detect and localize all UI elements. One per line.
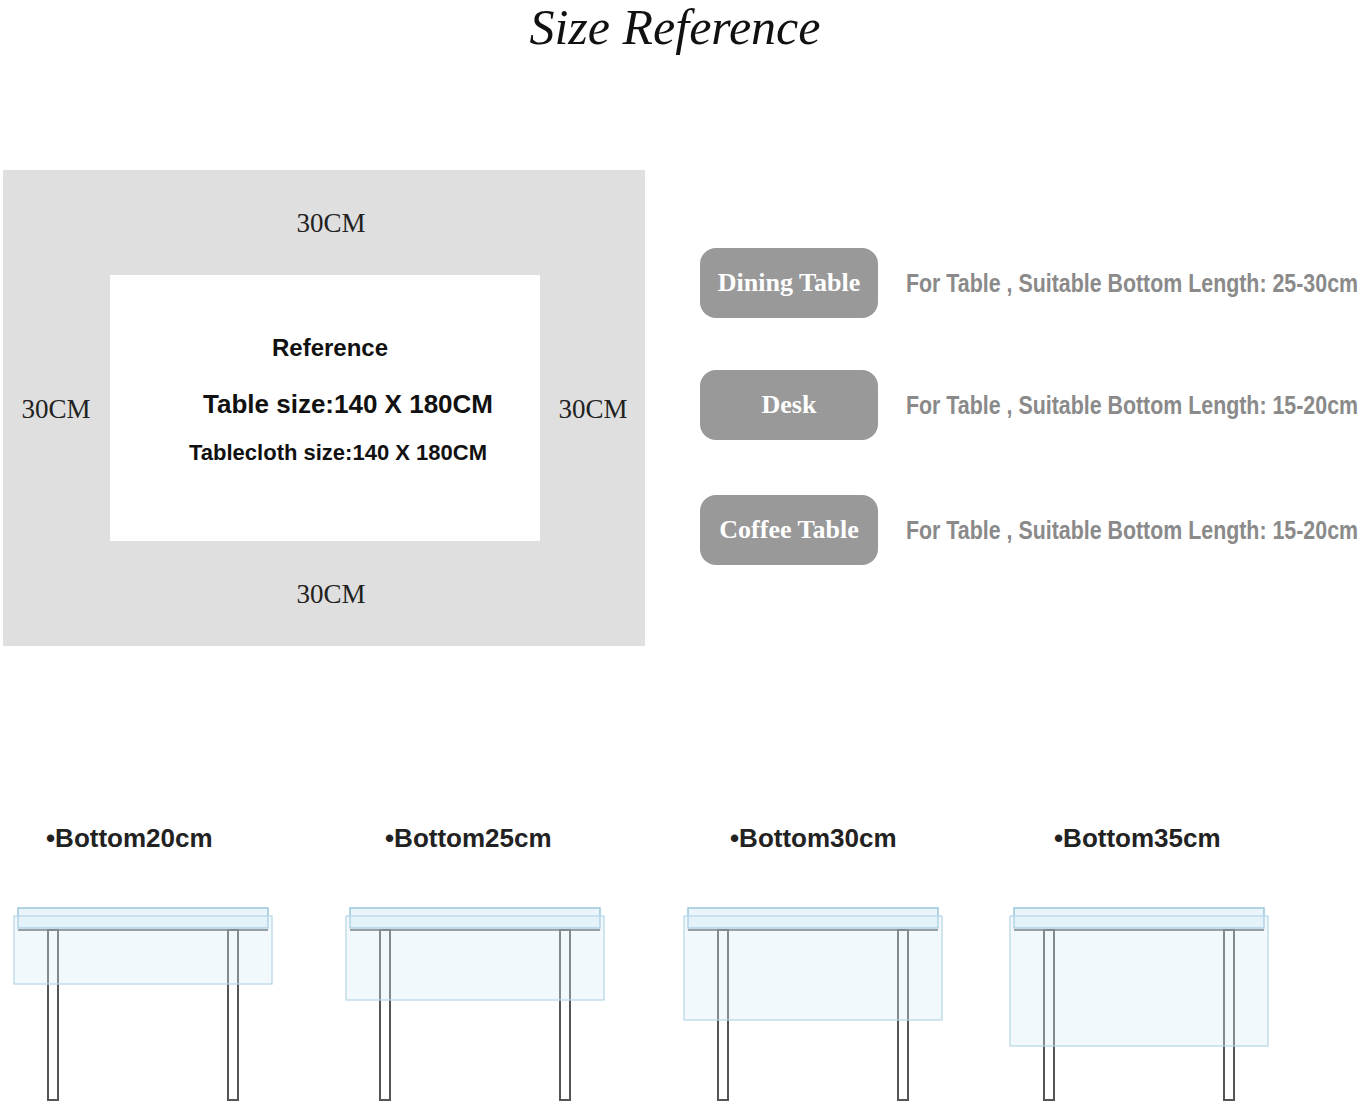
category-label: Dining Table xyxy=(718,268,860,298)
drop-length-label: •Bottom25cm xyxy=(385,823,552,854)
table-illustration xyxy=(346,908,604,1100)
size-description: For Table , Suitable Bottom Length: 15-2… xyxy=(906,515,1358,546)
size-description: For Table , Suitable Bottom Length: 25-3… xyxy=(906,268,1358,299)
table-illustration xyxy=(14,908,272,1100)
reference-text: Reference xyxy=(272,334,388,362)
dimension-label: 30CM xyxy=(296,208,365,239)
table-area: ReferenceTable size:140 X 180CM Tableclot… xyxy=(110,275,540,541)
tablecloth-area: 30CM 30CM 30CM 30CM ReferenceTable size:140 … xyxy=(3,170,645,646)
drop-length-label: •Bottom30cm xyxy=(730,823,897,854)
dimension-label: 30CM xyxy=(296,579,365,610)
category-label: Desk xyxy=(762,390,817,420)
category-pill: Dining Table xyxy=(700,248,878,318)
reference-text: Tablecloth size:140 X 180CM xyxy=(189,440,487,466)
reference-text: Table size:140 X 180CM xyxy=(203,389,493,420)
dimension-label: 30CM xyxy=(21,394,90,425)
dimension-label: 30CM xyxy=(558,394,627,425)
title: Size Reference xyxy=(529,0,820,56)
drop-length-label: •Bottom20cm xyxy=(46,823,213,854)
size-description: For Table , Suitable Bottom Length: 15-2… xyxy=(906,390,1358,421)
category-label: Coffee Table xyxy=(719,515,858,545)
category-pill: Coffee Table xyxy=(700,495,878,565)
table-illustration xyxy=(684,908,942,1100)
table-illustration xyxy=(1010,908,1268,1100)
category-pill: Desk xyxy=(700,370,878,440)
drop-length-label: •Bottom35cm xyxy=(1054,823,1221,854)
dimension-ticks xyxy=(4,171,645,645)
